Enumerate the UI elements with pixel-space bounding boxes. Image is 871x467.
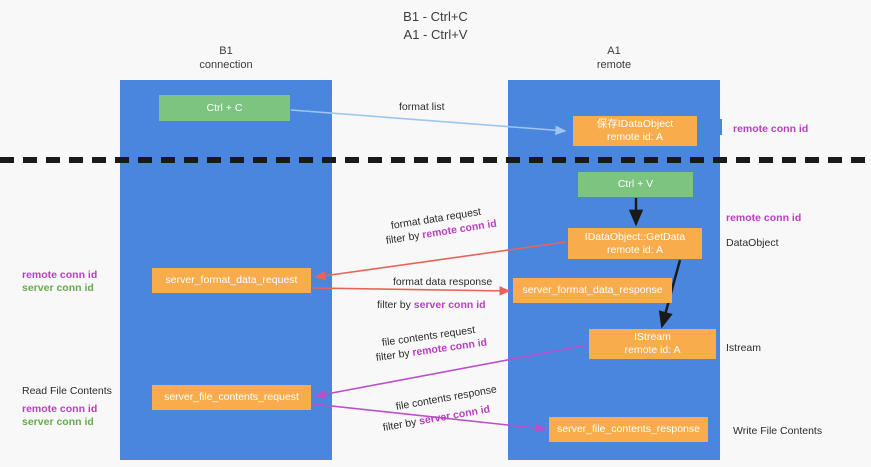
- node-ctrl-v-label: Ctrl + V: [617, 178, 654, 190]
- edge-label-filter-prefix-2: filter by: [377, 299, 414, 311]
- edge-label-format-list-text: format list: [399, 101, 445, 113]
- swimlane-a1-subtitle: remote: [596, 59, 632, 71]
- title-line-1: B1 - Ctrl+C: [403, 9, 468, 24]
- node-ctrl-c[interactable]: Ctrl + C: [159, 95, 290, 121]
- page-title: B1 - Ctrl+C A1 - Ctrl+V: [0, 8, 871, 44]
- node-istream[interactable]: IStream remote id: A: [589, 329, 716, 359]
- side-label-dataobject: DataObject: [726, 237, 779, 249]
- side-label-left-remote-conn-id-1: remote conn id: [22, 269, 98, 281]
- node-istream-label: IStream: [634, 331, 671, 343]
- edge-label-format-data-response-filter: filter by server conn id: [377, 298, 486, 312]
- node-idataobject-getdata[interactable]: IDataObject::GetData remote id: A: [568, 228, 702, 259]
- side-label-istream: Istream: [726, 342, 762, 354]
- side-label-left-remote-conn-id-2: remote conn id: [22, 403, 98, 415]
- node-idataobject-getdata-label: IDataObject::GetData: [584, 230, 686, 243]
- node-server-file-contents-response[interactable]: server_file_contents_response: [549, 417, 708, 442]
- node-idataobject-getdata-remote-id: remote id: A: [606, 243, 664, 256]
- side-label-remote-conn-id-top: remote conn id: [733, 123, 809, 135]
- edge-label-format-data-response-text: format data response: [393, 276, 493, 288]
- edge-label-format-data-response: format data response: [393, 275, 492, 289]
- side-label-left-server-conn-id-1: server conn id: [22, 282, 94, 294]
- edge-label-format-list: format list: [399, 100, 445, 114]
- node-save-idataobject-remote-id: remote id: A: [606, 131, 664, 143]
- swimlane-a1-name: A1: [607, 45, 621, 57]
- node-save-idataobject-label: 保存IDataObject: [596, 118, 674, 130]
- node-server-format-data-request-label: server_format_data_request: [165, 274, 298, 286]
- swimlane-b1-subtitle: connection: [199, 59, 253, 71]
- node-save-idataobject[interactable]: 保存IDataObject remote id: A: [573, 116, 697, 146]
- swimlane-header-b1: B1 connection: [120, 44, 332, 72]
- node-server-format-data-request[interactable]: server_format_data_request: [152, 268, 311, 293]
- title-line-2: A1 - Ctrl+V: [403, 27, 468, 42]
- node-server-format-data-response[interactable]: server_format_data_response: [513, 278, 672, 303]
- node-server-file-contents-request-label: server_file_contents_request: [164, 391, 299, 403]
- node-server-file-contents-response-label: server_file_contents_response: [556, 423, 700, 435]
- side-label-read-file-contents: Read File Contents: [22, 385, 112, 397]
- node-server-format-data-response-label: server_format_data_response: [522, 284, 663, 296]
- side-label-remote-conn-id-mid: remote conn id: [726, 212, 802, 224]
- swimlane-header-a1: A1 remote: [508, 44, 720, 72]
- node-server-file-contents-request[interactable]: server_file_contents_request: [152, 385, 311, 410]
- side-label-left-server-conn-id-2: server conn id: [22, 416, 94, 428]
- node-istream-remote-id: remote id: A: [624, 344, 681, 356]
- edge-label-filter-accent-server-conn-id: server conn id: [413, 299, 486, 311]
- swimlane-b1-name: B1: [219, 45, 233, 57]
- side-label-write-file-contents: Write File Contents: [733, 425, 823, 437]
- node-ctrl-c-label: Ctrl + C: [206, 101, 243, 114]
- node-ctrl-v[interactable]: Ctrl + V: [578, 172, 693, 197]
